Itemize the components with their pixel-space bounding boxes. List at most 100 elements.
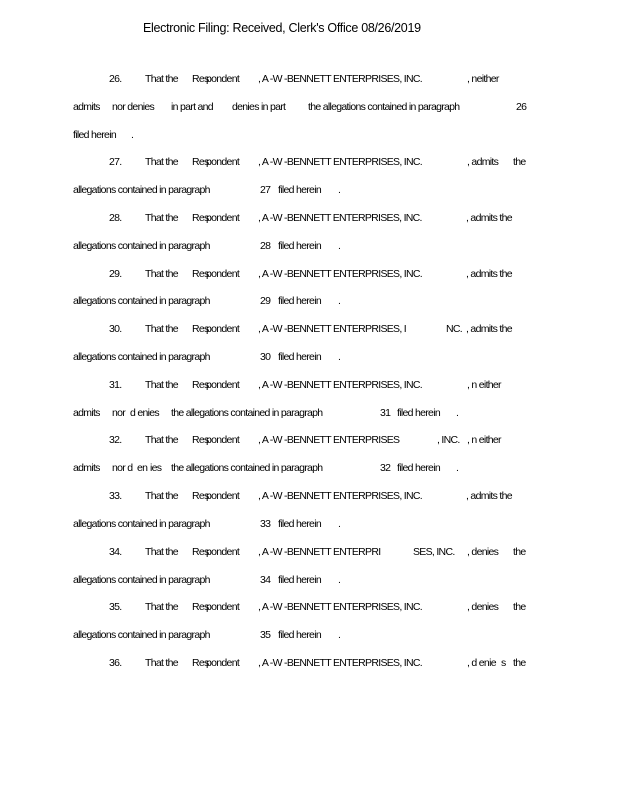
text-segment: , admits <box>467 156 499 168</box>
text-segment: allegations contained in paragraph <box>73 629 210 641</box>
text-segment: , A -W -BENNETT ENTERPRISES, INC. <box>258 601 423 613</box>
text-segment: 28. <box>109 212 122 224</box>
text-segment: Res <box>192 434 209 446</box>
text-segment: Res <box>192 156 209 168</box>
text-segment: Res <box>192 490 209 502</box>
text-segment: , A -W -BENNETT ENTERPRISES, INC. <box>258 73 423 85</box>
text-segment: , n either <box>467 434 502 446</box>
text-segment: filed herein <box>278 184 322 196</box>
text-segment: That the <box>145 434 179 446</box>
text-segment: the allegations contained in paragraph <box>171 462 323 474</box>
filing-stamp-header: Electronic Filing: Received, Clerk's Off… <box>143 21 421 35</box>
text-segment: 33. <box>109 490 122 502</box>
text-segment: , admits the <box>466 212 513 224</box>
text-segment: 33 <box>260 518 271 530</box>
text-segment: filed herein <box>397 462 441 474</box>
text-segment: , INC. <box>437 434 460 446</box>
text-segment: Res <box>192 73 209 85</box>
text-segment: allegations contained in paragraph <box>73 240 210 252</box>
text-segment: filed herein <box>278 629 322 641</box>
text-segment: , A -W -BENNET <box>258 212 326 224</box>
text-segment: . <box>338 629 341 641</box>
text-segment: the <box>513 546 526 558</box>
text-segment: ies <box>150 462 162 474</box>
text-segment: admits <box>73 407 100 419</box>
text-segment: allegations contained in paragraph <box>73 295 210 307</box>
text-segment: pondent <box>206 434 240 446</box>
text-segment: 30. <box>109 323 122 335</box>
text-segment: 29 <box>260 295 271 307</box>
text-segment: the <box>513 156 526 168</box>
text-segment: Res <box>192 546 209 558</box>
text-segment: . <box>338 184 341 196</box>
text-segment: allegations contained in paragraph <box>73 574 210 586</box>
text-segment: T ENTERPRISES, INC. <box>325 212 422 224</box>
text-segment: , A -W -BENNETT ENTERPRISES, INC. <box>258 156 423 168</box>
text-segment: nor <box>112 407 126 419</box>
text-segment: . <box>456 407 459 419</box>
text-segment: 28 <box>260 240 271 252</box>
text-segment: in part and <box>171 101 214 113</box>
text-segment: That the <box>145 212 179 224</box>
text-segment: the <box>513 657 526 669</box>
text-segment: filed herein <box>278 518 322 530</box>
text-segment: , admits the <box>466 323 513 335</box>
text-segment: , A -W -BENNETT ENTERPRISES, I <box>258 323 407 335</box>
text-segment: allegations contained in paragraph <box>73 518 210 530</box>
text-segment: Res <box>192 657 209 669</box>
text-segment: 35 <box>260 629 271 641</box>
text-segment: allegations contained in paragraph <box>73 351 210 363</box>
text-segment: denies in part <box>232 101 286 113</box>
text-segment: 35. <box>109 601 122 613</box>
text-segment: , d enie <box>467 657 497 669</box>
text-segment: filed herein <box>73 129 117 141</box>
text-segment: . <box>338 295 341 307</box>
text-segment: pondent <box>206 156 240 168</box>
text-segment: 36. <box>109 657 122 669</box>
text-segment: pondent <box>206 73 240 85</box>
text-segment: NC. <box>446 323 463 335</box>
text-segment: 27 <box>260 184 271 196</box>
text-segment: That the <box>145 323 179 335</box>
text-segment: That the <box>145 379 179 391</box>
text-segment: allegations contained in paragraph <box>73 184 210 196</box>
text-segment: pondent <box>206 601 240 613</box>
text-segment: , denies <box>467 546 499 558</box>
text-segment: 31. <box>109 379 122 391</box>
text-segment: . <box>338 574 341 586</box>
text-segment: 32. <box>109 434 122 446</box>
text-segment: . <box>338 240 341 252</box>
text-segment: 26 <box>516 101 527 113</box>
text-segment: the <box>513 601 526 613</box>
text-segment: , A -W -BENNETT ENTERPRISES, INC. <box>258 490 423 502</box>
text-segment: That the <box>145 657 179 669</box>
text-segment: pondent <box>206 212 240 224</box>
text-segment: That the <box>145 546 179 558</box>
text-segment: , admits the <box>466 268 513 280</box>
text-segment: pondent <box>206 490 240 502</box>
text-segment: 34. <box>109 546 122 558</box>
text-segment: filed herein <box>278 574 322 586</box>
text-segment: , admits the <box>466 490 513 502</box>
text-segment: admits <box>73 462 100 474</box>
text-segment: . <box>338 518 341 530</box>
text-segment: Res <box>192 323 209 335</box>
text-segment: pondent <box>206 546 240 558</box>
text-segment: , A -W -BENNETT ENTERPRISES, INC. <box>258 379 423 391</box>
text-segment: pondent <box>206 268 240 280</box>
text-segment: , A -W -BENNETT ENTERPRISES, INC. <box>258 657 423 669</box>
text-segment: . <box>131 129 134 141</box>
text-segment: Res <box>192 268 209 280</box>
text-segment: , A -W -BENNETT ENTERPRISES <box>258 434 400 446</box>
text-segment: en <box>137 462 148 474</box>
text-segment: Res <box>192 601 209 613</box>
text-segment: That the <box>145 268 179 280</box>
text-segment: , A -W -BENNETT ENTERPRI <box>258 546 381 558</box>
text-segment: SES, INC. <box>413 546 455 558</box>
text-segment: pondent <box>206 379 240 391</box>
text-segment: 29. <box>109 268 122 280</box>
text-segment: 32 <box>380 462 391 474</box>
text-segment: Res <box>192 212 209 224</box>
text-segment: the allegations contained in paragraph <box>308 101 460 113</box>
